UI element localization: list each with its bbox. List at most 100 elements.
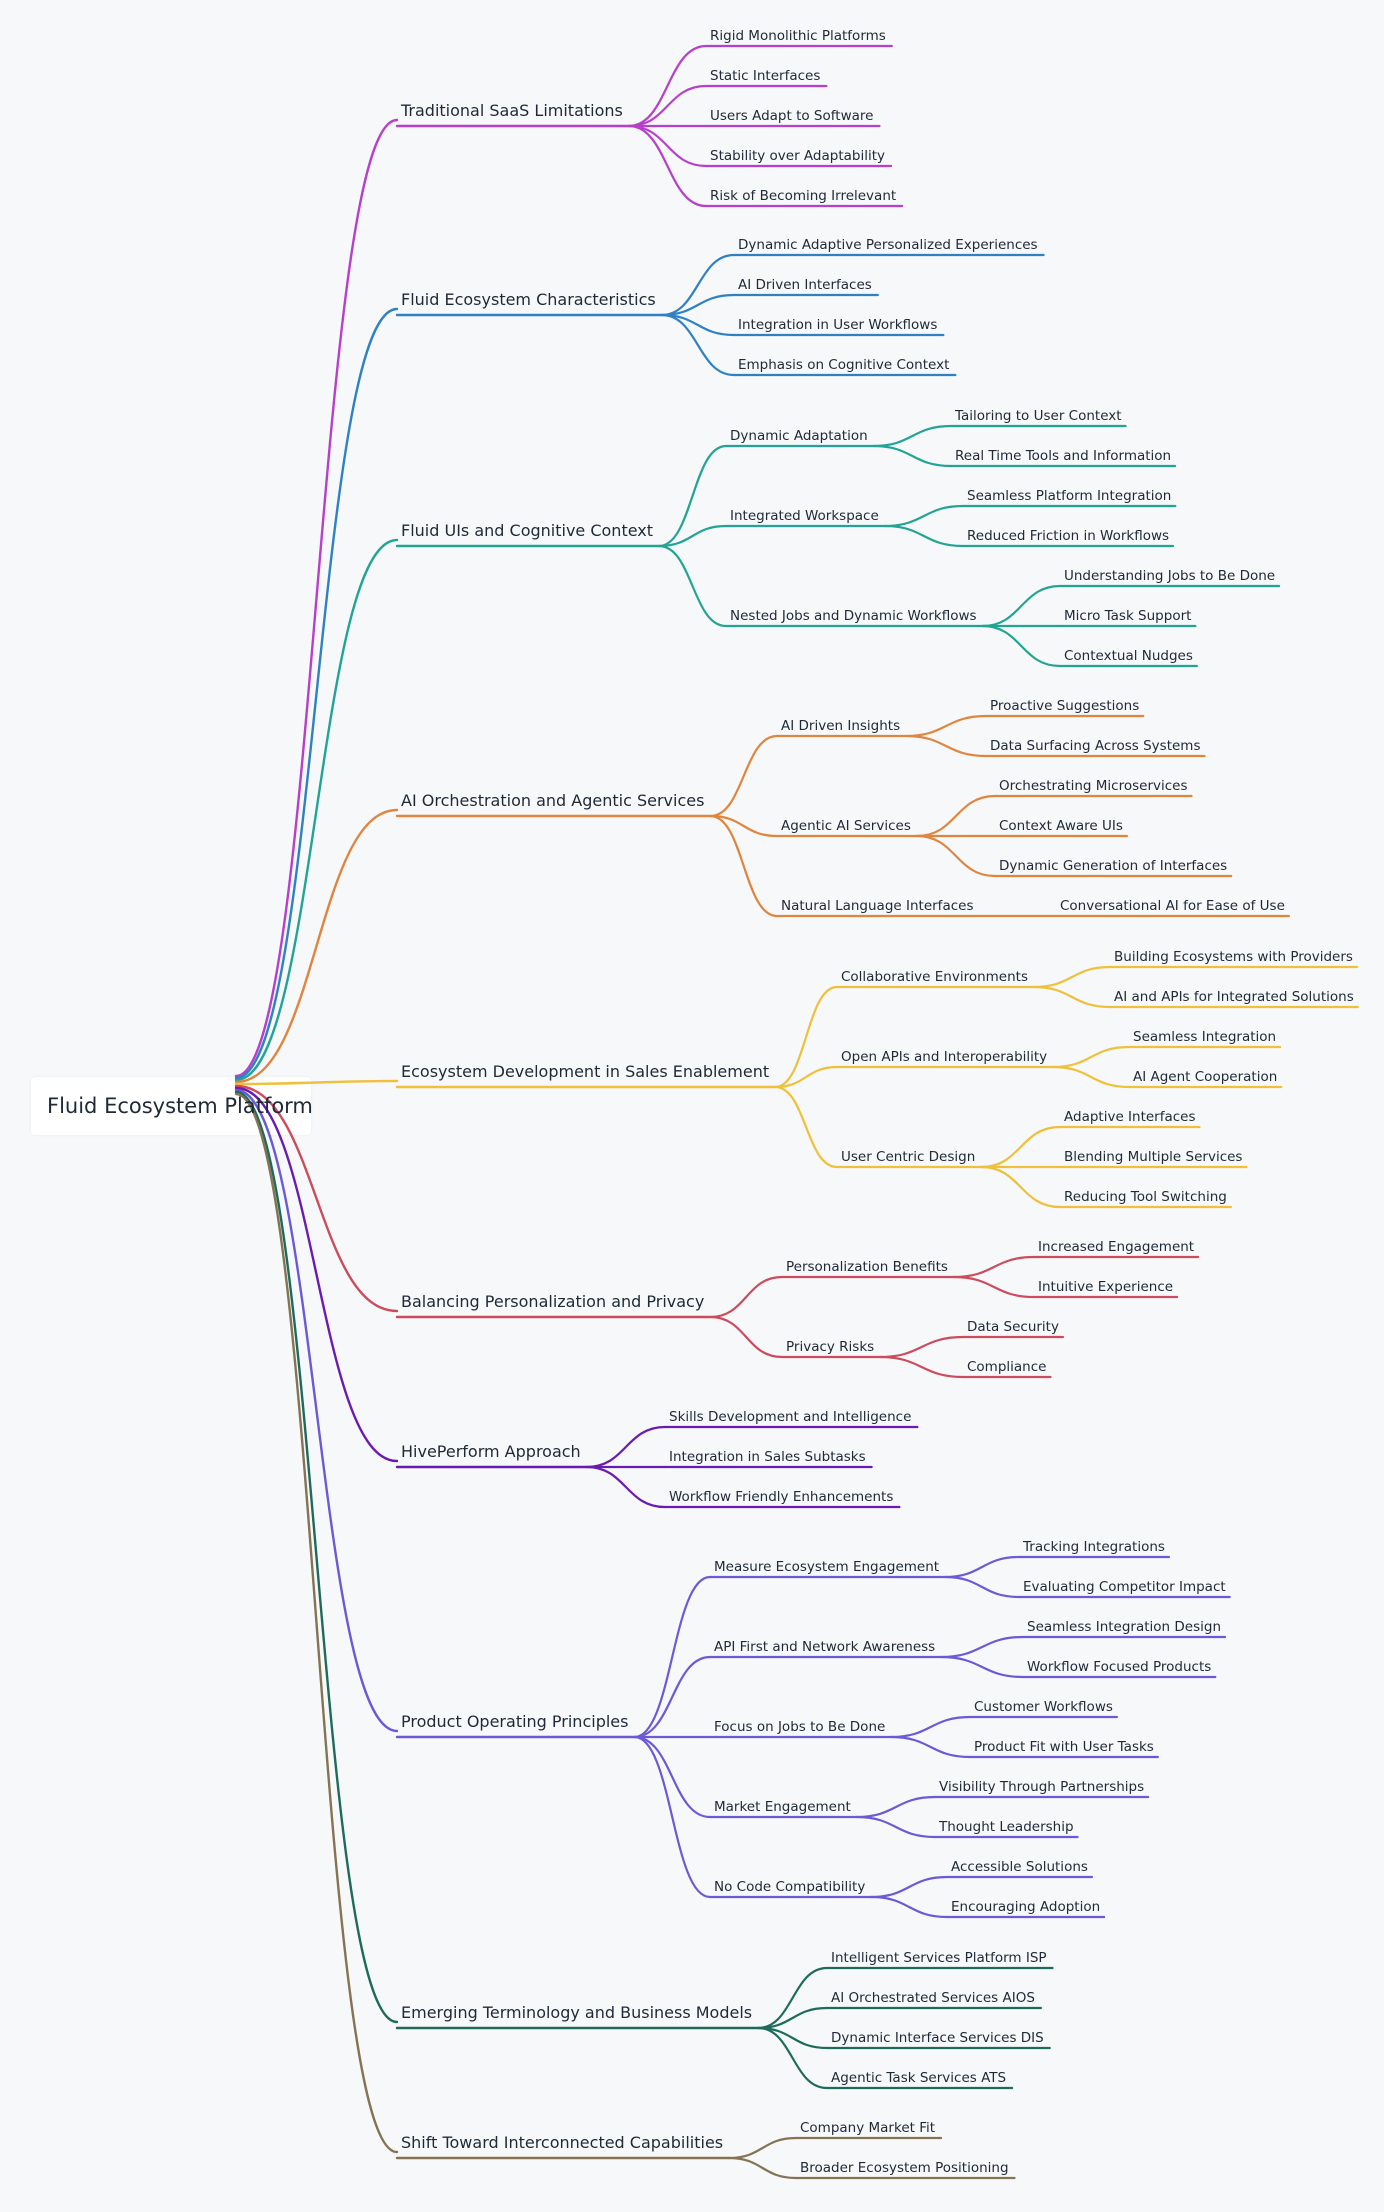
leaf-seamless-integration[interactable]: Seamless Integration bbox=[1133, 1029, 1276, 1045]
subtopic-dynamic-adaptive-personalized-experiences[interactable]: Dynamic Adaptive Personalized Experience… bbox=[738, 237, 1038, 253]
branch-product-operating-principles[interactable]: Product Operating Principles bbox=[401, 1712, 628, 1731]
branch-fluid-uis-and-cognitive-context[interactable]: Fluid UIs and Cognitive Context bbox=[401, 521, 653, 540]
subtopic-user-centric-design[interactable]: User Centric Design bbox=[841, 1149, 975, 1165]
branch-fluid-ecosystem-characteristics[interactable]: Fluid Ecosystem Characteristics bbox=[401, 290, 656, 309]
edge-root-to-hiveperform-approach bbox=[234, 1086, 399, 1463]
leaf-customer-workflows[interactable]: Customer Workflows bbox=[974, 1699, 1113, 1715]
leaf-ai-and-apis-for-integrated-solutions[interactable]: AI and APIs for Integrated Solutions bbox=[1114, 989, 1354, 1005]
leaf-intuitive-experience[interactable]: Intuitive Experience bbox=[1038, 1279, 1173, 1295]
subtopic-users-adapt-to-software[interactable]: Users Adapt to Software bbox=[710, 108, 873, 124]
leaf-understanding-jobs-to-be-done[interactable]: Understanding Jobs to Be Done bbox=[1064, 568, 1275, 584]
subtopic-personalization-benefits[interactable]: Personalization Benefits bbox=[786, 1259, 948, 1275]
edge-product-operating-principles-1 bbox=[633, 1655, 712, 1739]
subtopic-measure-ecosystem-engagement[interactable]: Measure Ecosystem Engagement bbox=[714, 1559, 939, 1575]
leaf-data-surfacing-across-systems[interactable]: Data Surfacing Across Systems bbox=[990, 738, 1200, 754]
subtopic-stability-over-adaptability[interactable]: Stability over Adaptability bbox=[710, 148, 885, 164]
leaf-product-fit-with-user-tasks[interactable]: Product Fit with User Tasks bbox=[974, 1739, 1154, 1755]
edge-personalization-benefits-1 bbox=[952, 1275, 1036, 1299]
subtopic-no-code-compatibility[interactable]: No Code Compatibility bbox=[714, 1879, 865, 1895]
leaf-encouraging-adoption[interactable]: Encouraging Adoption bbox=[951, 1899, 1100, 1915]
subtopic-integration-in-user-workflows[interactable]: Integration in User Workflows bbox=[738, 317, 937, 333]
edge-product-operating-principles-0 bbox=[633, 1575, 712, 1739]
subtopic-privacy-risks[interactable]: Privacy Risks bbox=[786, 1339, 874, 1355]
subtopic-api-first-and-network-awareness[interactable]: API First and Network Awareness bbox=[714, 1639, 935, 1655]
root-node-label[interactable]: Fluid Ecosystem Platform bbox=[47, 1094, 313, 1118]
leaf-contextual-nudges[interactable]: Contextual Nudges bbox=[1064, 648, 1193, 664]
subtopic-market-engagement[interactable]: Market Engagement bbox=[714, 1799, 851, 1815]
branch-shift-toward-interconnected-capabilities[interactable]: Shift Toward Interconnected Capabilities bbox=[401, 2133, 723, 2152]
leaf-seamless-platform-integration[interactable]: Seamless Platform Integration bbox=[967, 488, 1171, 504]
branch-hiveperform-approach[interactable]: HivePerform Approach bbox=[401, 1442, 581, 1461]
subtopic-intelligent-services-platform-isp[interactable]: Intelligent Services Platform ISP bbox=[831, 1950, 1047, 1966]
leaf-conversational-ai-for-ease-of-use[interactable]: Conversational AI for Ease of Use bbox=[1060, 898, 1285, 914]
subtopic-nested-jobs-and-dynamic-workflows[interactable]: Nested Jobs and Dynamic Workflows bbox=[730, 608, 977, 624]
edge-integrated-workspace-0 bbox=[883, 504, 965, 528]
subtopic-natural-language-interfaces[interactable]: Natural Language Interfaces bbox=[781, 898, 973, 914]
leaf-adaptive-interfaces[interactable]: Adaptive Interfaces bbox=[1064, 1109, 1196, 1125]
subtopic-integrated-workspace[interactable]: Integrated Workspace bbox=[730, 508, 879, 524]
leaf-reduced-friction-in-workflows[interactable]: Reduced Friction in Workflows bbox=[967, 528, 1169, 544]
branch-emerging-terminology-and-business-models[interactable]: Emerging Terminology and Business Models bbox=[401, 2003, 752, 2022]
edge-focus-on-jobs-to-be-done-0 bbox=[890, 1715, 972, 1739]
edge-personalization-benefits-0 bbox=[952, 1255, 1036, 1279]
leaf-increased-engagement[interactable]: Increased Engagement bbox=[1038, 1239, 1194, 1255]
leaf-thought-leadership[interactable]: Thought Leadership bbox=[938, 1819, 1074, 1835]
leaf-proactive-suggestions[interactable]: Proactive Suggestions bbox=[990, 698, 1139, 714]
subtopic-ai-driven-insights[interactable]: AI Driven Insights bbox=[781, 718, 900, 734]
edge-traditional-saas-limitations-3 bbox=[627, 124, 708, 168]
leaf-tracking-integrations[interactable]: Tracking Integrations bbox=[1022, 1539, 1165, 1555]
leaf-real-time-tools-and-information[interactable]: Real Time Tools and Information bbox=[955, 448, 1171, 464]
subtopic-skills-development-and-intelligence[interactable]: Skills Development and Intelligence bbox=[669, 1409, 911, 1425]
edge-measure-ecosystem-engagement-1 bbox=[943, 1575, 1021, 1599]
leaf-tailoring-to-user-context[interactable]: Tailoring to User Context bbox=[954, 408, 1122, 424]
edge-privacy-risks-1 bbox=[879, 1355, 965, 1379]
branch-ai-orchestration-and-agentic-services[interactable]: AI Orchestration and Agentic Services bbox=[401, 791, 704, 810]
mindmap-edges bbox=[234, 44, 1359, 2180]
subtopic-agentic-ai-services[interactable]: Agentic AI Services bbox=[781, 818, 911, 834]
subtopic-integration-in-sales-subtasks[interactable]: Integration in Sales Subtasks bbox=[669, 1449, 866, 1465]
subtopic-risk-of-becoming-irrelevant[interactable]: Risk of Becoming Irrelevant bbox=[710, 188, 896, 204]
edge-agentic-ai-services-2 bbox=[915, 834, 997, 878]
leaf-visibility-through-partnerships[interactable]: Visibility Through Partnerships bbox=[939, 1779, 1144, 1795]
edge-agentic-ai-services-0 bbox=[915, 794, 997, 838]
leaf-seamless-integration-design[interactable]: Seamless Integration Design bbox=[1027, 1619, 1221, 1635]
subtopic-ai-orchestrated-services-aios[interactable]: AI Orchestrated Services AIOS bbox=[831, 1990, 1035, 2006]
subtopic-agentic-task-services-ats[interactable]: Agentic Task Services ATS bbox=[831, 2070, 1006, 2086]
leaf-reducing-tool-switching[interactable]: Reducing Tool Switching bbox=[1064, 1189, 1227, 1205]
leaf-context-aware-uis[interactable]: Context Aware UIs bbox=[999, 818, 1123, 834]
branch-ecosystem-development-in-sales-enablement[interactable]: Ecosystem Development in Sales Enablemen… bbox=[401, 1062, 769, 1081]
leaf-micro-task-support[interactable]: Micro Task Support bbox=[1064, 608, 1191, 624]
subtopic-focus-on-jobs-to-be-done[interactable]: Focus on Jobs to Be Done bbox=[714, 1719, 885, 1735]
leaf-building-ecosystems-with-providers[interactable]: Building Ecosystems with Providers bbox=[1114, 949, 1353, 965]
subtopic-dynamic-adaptation[interactable]: Dynamic Adaptation bbox=[730, 428, 868, 444]
leaf-data-security[interactable]: Data Security bbox=[967, 1319, 1059, 1335]
leaf-workflow-focused-products[interactable]: Workflow Focused Products bbox=[1027, 1659, 1211, 1675]
subtopic-workflow-friendly-enhancements[interactable]: Workflow Friendly Enhancements bbox=[669, 1489, 893, 1505]
branch-traditional-saas-limitations[interactable]: Traditional SaaS Limitations bbox=[400, 101, 623, 120]
leaf-compliance[interactable]: Compliance bbox=[967, 1359, 1046, 1375]
leaf-evaluating-competitor-impact[interactable]: Evaluating Competitor Impact bbox=[1023, 1579, 1226, 1595]
edge-emerging-terminology-and-business-models-1 bbox=[757, 2006, 829, 2030]
leaf-orchestrating-microservices[interactable]: Orchestrating Microservices bbox=[999, 778, 1188, 794]
subtopic-dynamic-interface-services-dis[interactable]: Dynamic Interface Services DIS bbox=[831, 2030, 1044, 2046]
edge-fluid-uis-and-cognitive-context-2 bbox=[657, 544, 728, 628]
leaf-dynamic-generation-of-interfaces[interactable]: Dynamic Generation of Interfaces bbox=[999, 858, 1227, 874]
subtopic-ai-driven-interfaces[interactable]: AI Driven Interfaces bbox=[738, 277, 872, 293]
subtopic-static-interfaces[interactable]: Static Interfaces bbox=[710, 68, 820, 84]
subtopic-collaborative-environments[interactable]: Collaborative Environments bbox=[841, 969, 1028, 985]
leaf-ai-agent-cooperation[interactable]: AI Agent Cooperation bbox=[1133, 1069, 1277, 1085]
edge-nested-jobs-and-dynamic-workflows-0 bbox=[981, 584, 1062, 628]
leaf-blending-multiple-services[interactable]: Blending Multiple Services bbox=[1064, 1149, 1242, 1165]
edge-ai-orchestration-and-agentic-services-0 bbox=[709, 734, 779, 818]
edge-ecosystem-development-in-sales-enablement-1 bbox=[774, 1065, 839, 1089]
edge-emerging-terminology-and-business-models-0 bbox=[757, 1966, 829, 2030]
subtopic-broader-ecosystem-positioning[interactable]: Broader Ecosystem Positioning bbox=[800, 2160, 1009, 2176]
edge-hiveperform-approach-2 bbox=[585, 1465, 667, 1509]
branch-balancing-personalization-and-privacy[interactable]: Balancing Personalization and Privacy bbox=[401, 1292, 704, 1311]
subtopic-company-market-fit[interactable]: Company Market Fit bbox=[800, 2120, 935, 2136]
subtopic-emphasis-on-cognitive-context[interactable]: Emphasis on Cognitive Context bbox=[738, 357, 949, 373]
subtopic-open-apis-and-interoperability[interactable]: Open APIs and Interoperability bbox=[841, 1049, 1047, 1065]
leaf-accessible-solutions[interactable]: Accessible Solutions bbox=[951, 1859, 1088, 1875]
subtopic-rigid-monolithic-platforms[interactable]: Rigid Monolithic Platforms bbox=[710, 28, 886, 44]
